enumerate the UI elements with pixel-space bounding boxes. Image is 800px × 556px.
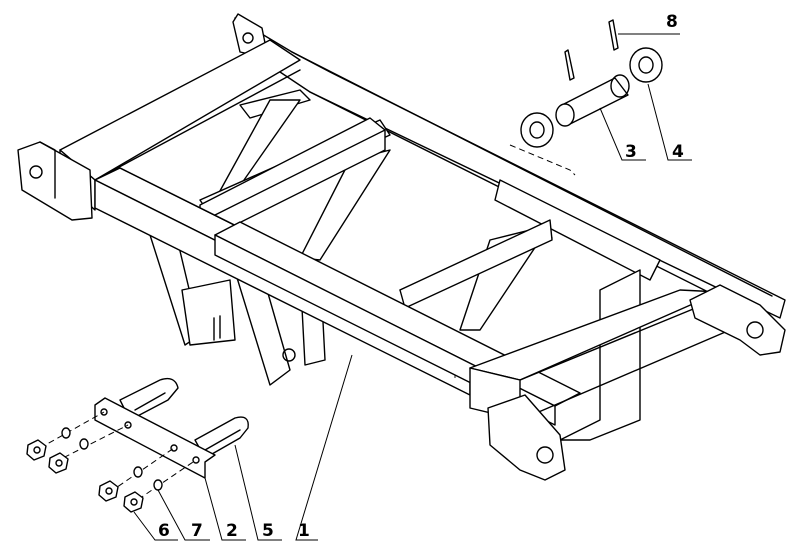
nut: [26, 439, 47, 461]
left-end-bracket: [17, 141, 93, 221]
nut: [123, 491, 144, 513]
lock-washer: [133, 466, 143, 478]
callout-8: 8: [666, 12, 678, 32]
washer-left: [520, 112, 554, 148]
hitch-pin-group: [509, 19, 663, 176]
right-rear-bracket: [689, 284, 786, 356]
cotter-pin-right: [608, 19, 619, 51]
right-front-bracket: [487, 394, 566, 481]
cotter-pin-left: [564, 49, 575, 81]
hitch-pin: [555, 103, 575, 127]
pivot-hole: [282, 348, 296, 362]
bracket-plate: [94, 397, 216, 479]
nut: [48, 452, 69, 474]
callout-4: 4: [672, 142, 684, 162]
callout-7: 7: [191, 521, 203, 541]
callout-leaders: [133, 33, 692, 541]
mount-hole: [242, 32, 254, 44]
washer-right: [629, 47, 663, 83]
callout-5: 5: [262, 521, 274, 541]
lock-washer: [153, 479, 163, 491]
ubolt-clamp-group: [26, 377, 249, 513]
callout-3: 3: [625, 142, 637, 162]
lock-washer: [79, 438, 89, 450]
callout-2: 2: [226, 521, 238, 541]
callout-6: 6: [158, 521, 170, 541]
lock-washer: [61, 427, 71, 439]
callout-1: 1: [298, 521, 310, 541]
mount-hole: [29, 165, 43, 179]
center-cross-members: [199, 117, 661, 309]
mount-hole: [536, 446, 554, 464]
nut: [98, 480, 119, 502]
mount-hole: [746, 321, 764, 339]
